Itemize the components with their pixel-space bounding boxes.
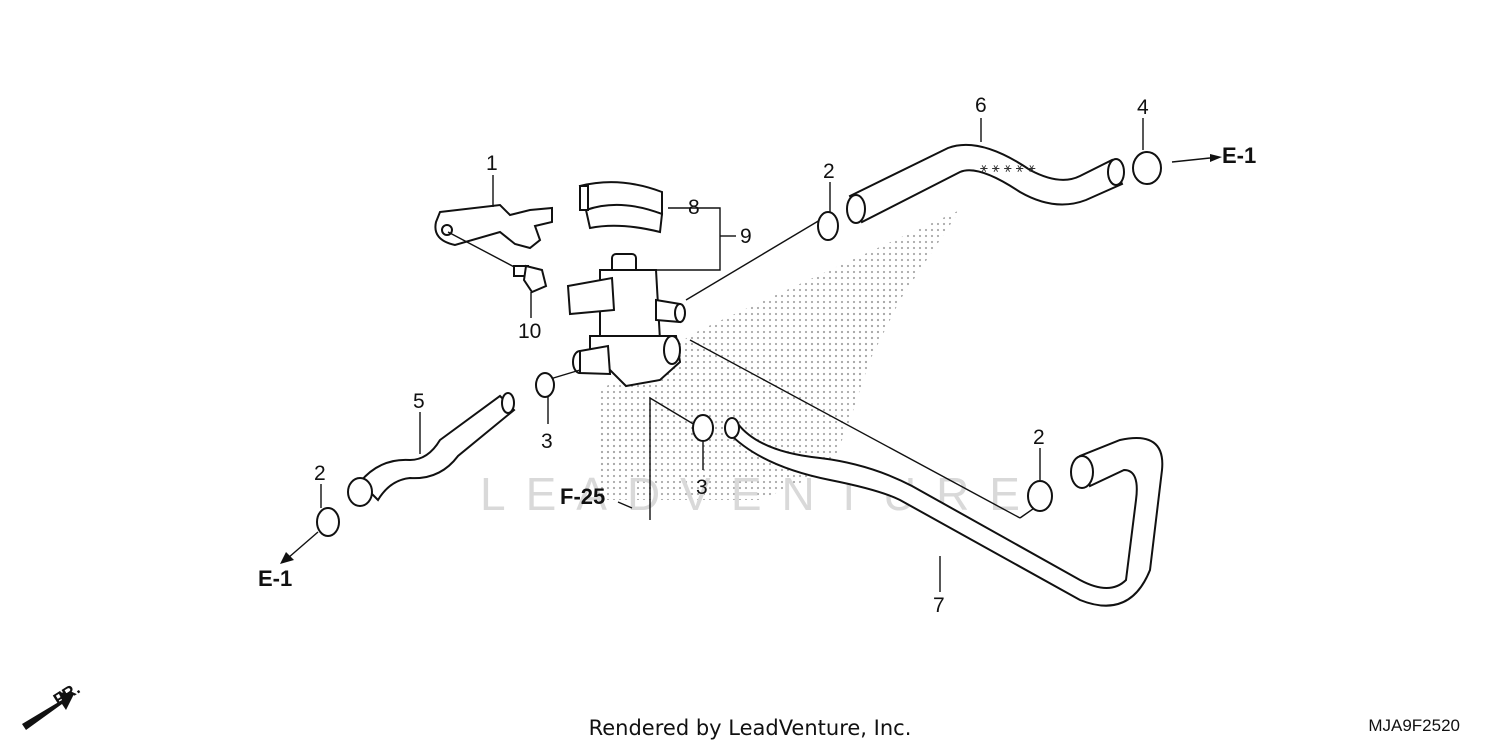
diagram-code: MJA9F2520 [1368, 716, 1460, 735]
clip-part-2-right [1027, 480, 1053, 512]
front-arrow-icon [22, 692, 74, 730]
ref-e1-lower: E-1 [258, 566, 292, 591]
svg-text:⚹ ⚹ ⚹ ⚹ ⚹: ⚹ ⚹ ⚹ ⚹ ⚹ [980, 161, 1036, 176]
callout-3-left: 3 [541, 430, 553, 453]
callout-2-upper: 2 [823, 160, 835, 183]
callout-5: 5 [413, 390, 425, 413]
footer-credit: Rendered by LeadVenture, Inc. [588, 716, 912, 740]
clip-part-3-left [535, 372, 555, 398]
callout-4: 4 [1137, 96, 1149, 119]
clip-part-4 [1132, 151, 1162, 185]
callout-3-center: 3 [696, 476, 708, 499]
callout-10: 10 [518, 320, 541, 343]
watermark-wing [600, 210, 960, 500]
bolt-part-10 [513, 264, 548, 294]
clip-part-2-upper [817, 211, 839, 241]
hose-part-7 [724, 417, 1164, 607]
clip-part-2-left [316, 507, 340, 537]
ref-e1-upper: E-1 [1222, 143, 1256, 168]
callout-7: 7 [933, 594, 945, 617]
callout-2-left: 2 [314, 462, 326, 485]
hose-part-6: ⚹ ⚹ ⚹ ⚹ ⚹ [846, 143, 1125, 224]
callout-6: 6 [975, 94, 987, 117]
clip-part-3-center [692, 414, 714, 442]
ref-f25: F-25 [560, 484, 605, 509]
arrow-e1-upper [1171, 154, 1222, 163]
valve-part-9 [566, 253, 686, 388]
callout-1: 1 [486, 152, 498, 175]
hose-part-5 [347, 392, 516, 507]
callout-8: 8 [688, 196, 700, 219]
arrow-e1-lower [280, 531, 319, 564]
callout-9: 9 [740, 225, 752, 248]
bracket-part-1 [434, 203, 553, 250]
arrow-f25 [617, 501, 633, 509]
ring-part-8 [578, 181, 664, 234]
callout-2-right: 2 [1033, 426, 1045, 449]
